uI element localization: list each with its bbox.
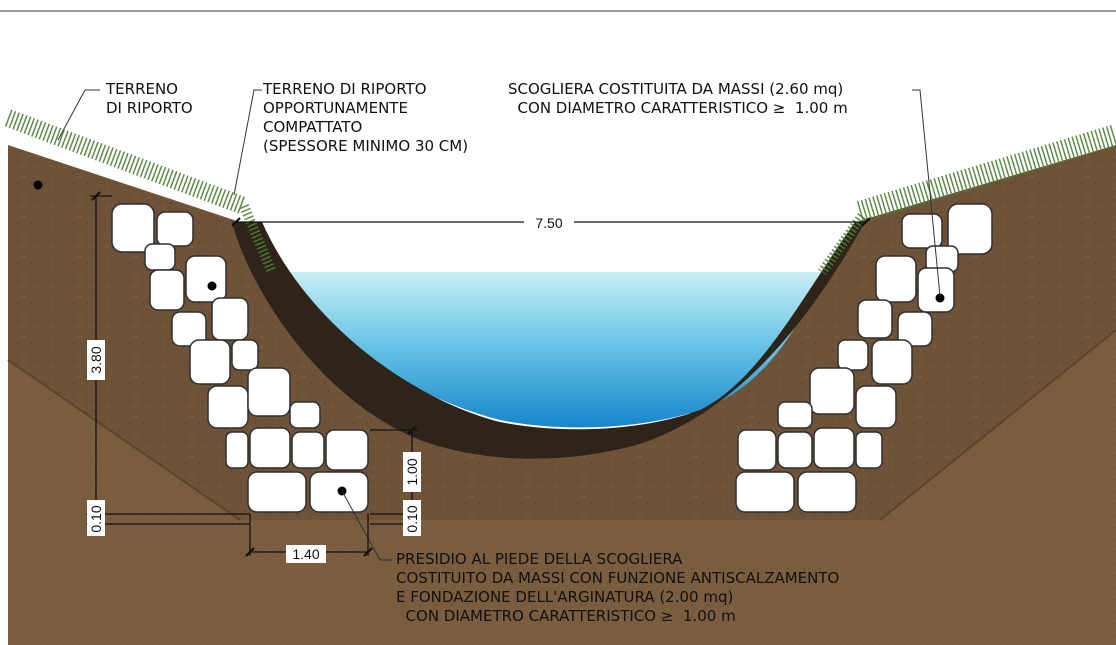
marker-dot-riprap-right	[935, 293, 945, 303]
rock	[247, 367, 291, 417]
label-toe-protection: PRESIDIO AL PIEDE DELLA SCOGLIERA COSTIT…	[396, 550, 840, 625]
rock	[901, 213, 943, 249]
rock	[171, 311, 207, 347]
rock	[185, 255, 227, 303]
rock	[813, 427, 855, 469]
rock	[917, 267, 955, 313]
dim-toe-width-value: 1.40	[292, 546, 319, 562]
rock	[777, 431, 813, 469]
foundation-line-right	[879, 329, 1116, 521]
rock	[225, 431, 249, 469]
rock	[189, 339, 231, 385]
rock	[211, 297, 249, 341]
water	[272, 272, 822, 428]
dim-toe-height-value: 1.00	[404, 458, 420, 485]
rock	[855, 385, 897, 429]
rock	[875, 255, 917, 303]
rock	[247, 471, 307, 513]
dim-width-value: 7.50	[535, 215, 562, 231]
grass-right	[817, 124, 1116, 275]
rock	[144, 243, 176, 271]
rock	[291, 431, 325, 469]
rock	[837, 339, 869, 371]
riprap-left	[111, 203, 369, 513]
rock	[111, 203, 155, 253]
marker-dot-fill-soil	[33, 180, 43, 190]
riprap-right	[735, 203, 993, 513]
rock	[809, 367, 855, 415]
label-fill-soil: TERRENO DI RIPORTO	[106, 80, 193, 117]
rock	[857, 299, 893, 339]
foundation-soil	[8, 330, 1116, 645]
rock	[737, 429, 777, 471]
dim-height-value: 3.80	[88, 346, 104, 373]
rock	[231, 339, 259, 371]
rock	[325, 429, 369, 471]
rock	[207, 385, 249, 429]
label-compacted-fill: TERRENO DI RIPORTO OPPORTUNAMENTE COMPAT…	[263, 80, 469, 155]
rock	[289, 401, 321, 429]
rock	[897, 311, 933, 347]
rock	[156, 211, 194, 247]
leader-lines	[57, 89, 941, 561]
rock	[871, 339, 913, 385]
rock	[735, 471, 795, 513]
rock	[947, 203, 993, 255]
compacted-fill-layer	[232, 222, 865, 459]
label-riprap: SCOGLIERA COSTITUITA DA MASSI (2.60 mq) …	[508, 80, 848, 117]
foundation-line-left	[7, 359, 241, 521]
rock	[797, 471, 857, 513]
rock	[249, 427, 291, 469]
dim-left-base-value: 0.10	[88, 505, 104, 532]
rock	[855, 431, 883, 469]
grass-left	[4, 109, 277, 274]
rock	[149, 269, 185, 311]
dim-toe-base-value: 0.10	[404, 505, 420, 532]
marker-dot-riprap-left	[207, 281, 217, 291]
rock	[777, 401, 813, 429]
dimension-labels: 7.50 3.80 0.10 1.00 0.10 1.40	[87, 213, 574, 563]
